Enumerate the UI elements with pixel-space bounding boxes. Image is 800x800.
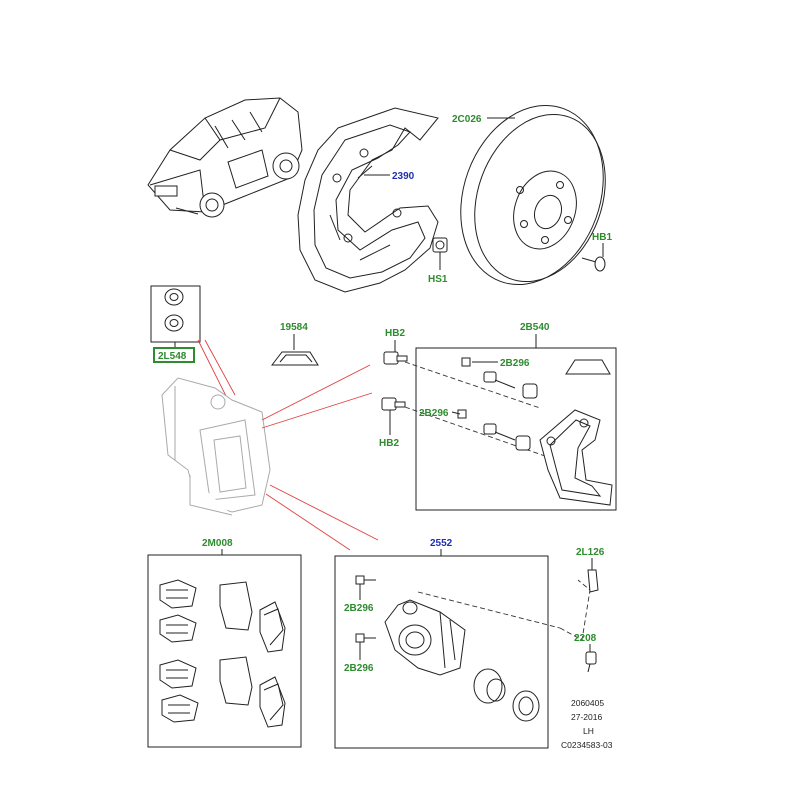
pad-retainer-shape <box>270 351 319 366</box>
red-leader-caps <box>197 339 236 401</box>
ref-line-2: 27-2016 <box>571 712 602 722</box>
dash-line-sensor <box>559 579 591 641</box>
callout-2b296-upper: 2B296 <box>500 358 530 369</box>
brake-pads <box>219 581 286 728</box>
disc-screw-part <box>581 256 606 272</box>
callout-19584: 19584 <box>280 322 308 333</box>
callout-2l548: 2L548 <box>158 351 187 362</box>
carrier-pad-retainer <box>565 359 611 375</box>
caliper-carrier-bracket <box>539 409 613 506</box>
caps-kit-highlight <box>153 347 195 363</box>
callout-hb2-upper: HB2 <box>385 328 405 339</box>
callout-2b296-lower: 2B296 <box>419 408 449 419</box>
carrier-kit-box <box>415 347 617 511</box>
callout-2390: 2390 <box>392 171 415 182</box>
callout-2b296-caliper-lower: 2B296 <box>344 663 374 674</box>
leader-guide-pin-lower <box>451 411 461 415</box>
sensor-clip-part <box>587 569 599 593</box>
guide-pin-cap-part <box>164 288 184 332</box>
callout-2b540: 2B540 <box>520 322 550 333</box>
callout-2208: 2208 <box>574 633 597 644</box>
wear-sensor-part <box>585 651 597 673</box>
caliper-piston <box>473 668 506 704</box>
bolt-upper-part <box>383 351 408 365</box>
brake-disc <box>460 104 606 286</box>
caliper-pin-lower-part <box>355 633 376 643</box>
caliper-body <box>384 599 466 676</box>
guide-pin-lower-part <box>457 409 531 451</box>
vehicle-illustration <box>147 97 303 218</box>
callout-hb1: HB1 <box>592 232 612 243</box>
callout-2c026: 2C026 <box>452 114 482 125</box>
caliper-pin-upper-part <box>355 575 376 585</box>
backing-plate <box>297 107 439 293</box>
guide-pin-upper-part <box>461 357 538 399</box>
dash-line-caliper-upper <box>417 591 561 629</box>
ref-line-4: C0234583-03 <box>561 740 613 750</box>
nut-part <box>432 237 448 253</box>
pad-kit-box <box>147 554 302 748</box>
callout-2552: 2552 <box>430 538 453 549</box>
ref-line-1: 2060405 <box>571 698 604 708</box>
red-leader-assembly <box>261 364 379 551</box>
callout-2m008: 2M008 <box>202 538 233 549</box>
caliper-assembly-reference <box>161 377 271 516</box>
callout-2b296-caliper-upper: 2B296 <box>344 603 374 614</box>
bolt-lower-part <box>381 397 406 411</box>
ref-line-3: LH <box>583 726 594 736</box>
callout-2l126: 2L126 <box>576 547 605 558</box>
pad-clips <box>159 579 199 723</box>
callout-hs1: HS1 <box>428 274 448 285</box>
callout-hb2-lower: HB2 <box>379 438 399 449</box>
piston-seal <box>512 690 540 722</box>
